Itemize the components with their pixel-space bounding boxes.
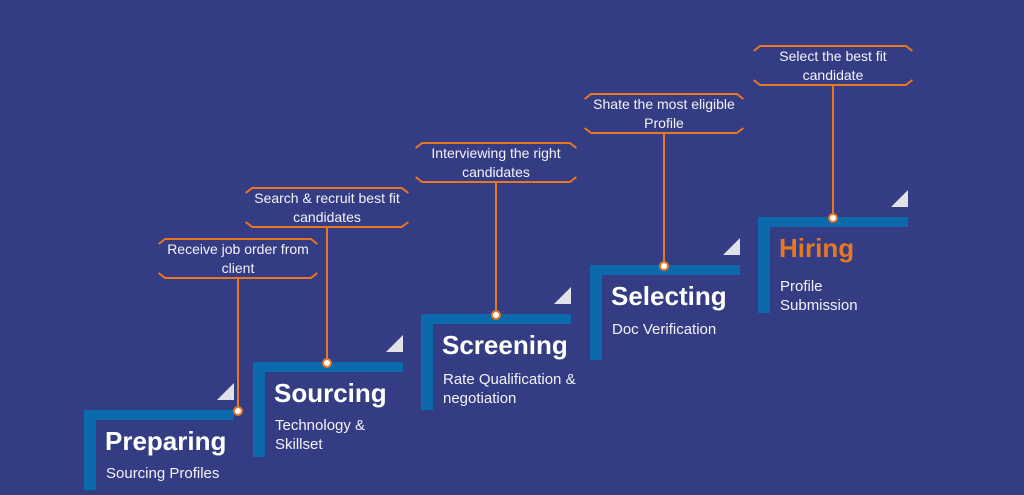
callout-box-2: Search & recruit best fit candidates	[244, 187, 410, 228]
callout-bracket-icon	[157, 238, 319, 279]
step-side-bar	[421, 314, 433, 410]
step-subtitle: Technology & Skillset	[275, 417, 366, 453]
corner-triangle-icon	[217, 383, 234, 400]
connector-line	[663, 134, 665, 265]
callout-box-3: Interviewing the right candidates	[414, 142, 578, 183]
corner-triangle-icon	[891, 190, 908, 207]
corner-triangle-icon	[723, 238, 740, 255]
callout-text: Search & recruit best fit candidates	[254, 190, 400, 225]
connector-dot-icon	[491, 310, 501, 320]
step-title-hiring: Hiring	[779, 233, 855, 263]
connector-line	[326, 228, 328, 362]
step-top-bar	[84, 410, 234, 420]
corner-triangle-icon	[386, 335, 403, 352]
connector-dot-icon	[828, 213, 838, 223]
callout-text: Shate the most eligible Profile	[593, 96, 735, 131]
step-title-sourcing: Sourcing	[274, 378, 387, 408]
callout-bracket-icon	[583, 93, 745, 134]
connector-line	[495, 183, 497, 314]
corner-triangle-icon	[554, 287, 571, 304]
step-side-bar	[758, 217, 770, 313]
connector-dot-icon	[233, 406, 243, 416]
step-subtitle: Doc Verification	[612, 321, 717, 338]
callout-box-4: Shate the most eligible Profile	[583, 93, 745, 134]
step-side-bar	[84, 410, 96, 490]
step-title-preparing: Preparing	[105, 426, 227, 456]
callout-box-5: Select the best fit candidate	[752, 45, 914, 86]
callout-bracket-icon	[752, 45, 914, 86]
step-subtitle: Profile Submission	[780, 278, 858, 314]
step-subtitle: Sourcing Profiles	[106, 465, 220, 482]
callout-box-1: Receive job order from client	[157, 238, 319, 279]
callout-text: Select the best fit candidate	[779, 48, 887, 83]
step-subtitle: Rate Qualification & negotiation	[443, 371, 576, 407]
callout-text: Interviewing the right candidates	[431, 145, 561, 180]
callout-bracket-icon	[414, 142, 578, 183]
step-title-selecting: Selecting	[611, 281, 727, 311]
step-title-screening: Screening	[442, 330, 568, 360]
callout-text: Receive job order from client	[167, 241, 309, 276]
connector-line	[832, 86, 834, 217]
connector-dot-icon	[659, 261, 669, 271]
step-side-bar	[590, 265, 602, 360]
step-side-bar	[253, 362, 265, 457]
connector-line	[237, 279, 239, 410]
connector-dot-icon	[322, 358, 332, 368]
callout-bracket-icon	[244, 187, 410, 228]
